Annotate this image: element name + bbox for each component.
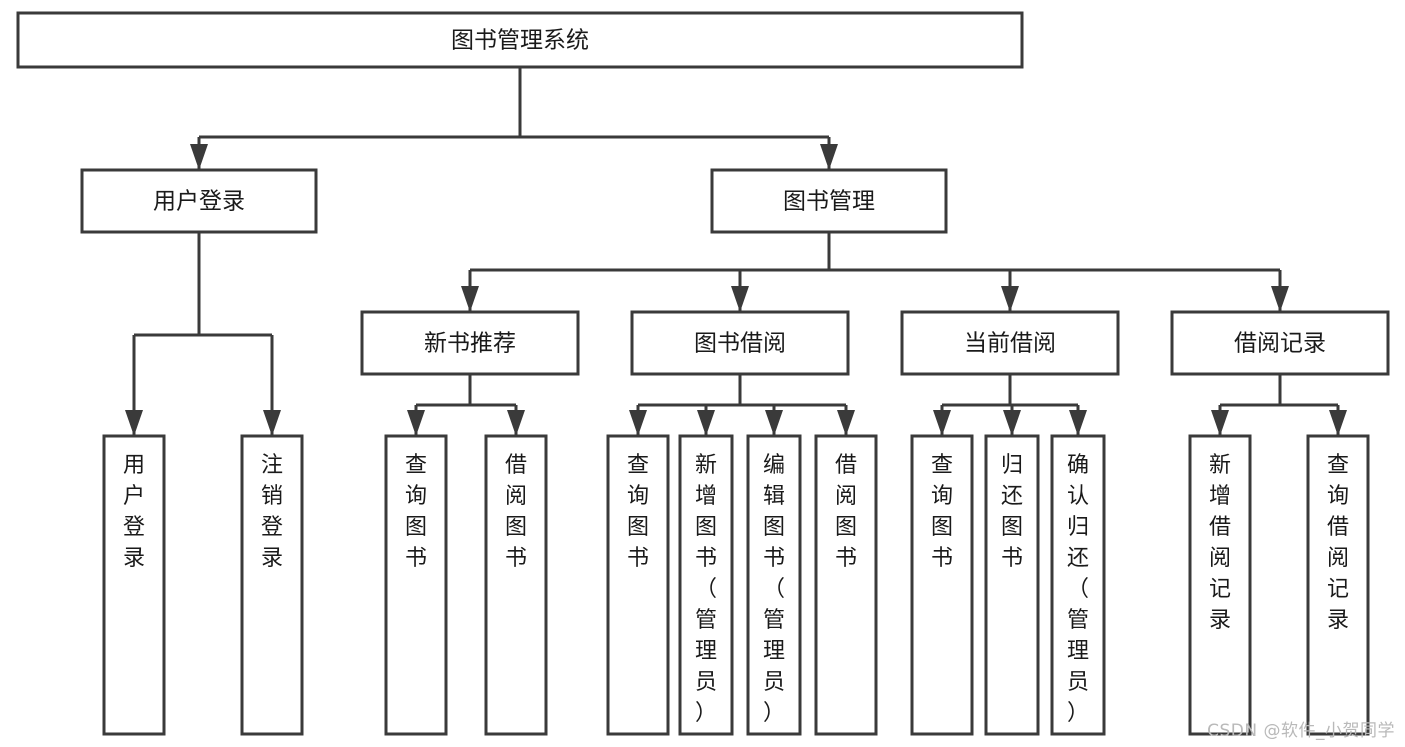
connector-new-book-recommend-to-leaves	[407, 374, 525, 436]
arrowhead	[461, 286, 479, 312]
node-leaf-add-borrow-record[interactable]: 新增借阅记录	[1188, 434, 1252, 736]
node-box[interactable]	[1170, 310, 1390, 376]
csdn-watermark: CSDN @软件_小贺同学	[1207, 721, 1395, 741]
node-leaf-borrow-book-recommend[interactable]: 借阅图书	[484, 434, 548, 736]
node-box[interactable]	[678, 434, 734, 736]
connector-book-management-to-level3	[461, 232, 1289, 312]
arrowhead	[507, 410, 525, 436]
arrowhead	[765, 410, 783, 436]
node-borrow-records[interactable]: 借阅记录	[1170, 310, 1390, 376]
node-box[interactable]	[710, 168, 948, 234]
node-layer: 图书管理系统用户登录图书管理新书推荐图书借阅当前借阅借阅记录用户登录注销登录查询…	[16, 11, 1390, 736]
arrowhead	[125, 410, 143, 436]
node-label: 当前借阅	[964, 331, 1056, 357]
node-label: 新增借阅记录	[1209, 453, 1231, 633]
node-box[interactable]	[16, 11, 1024, 69]
node-box[interactable]	[384, 434, 448, 736]
node-label: 查询图书	[405, 453, 427, 571]
node-label: 图书管理系统	[451, 28, 589, 54]
arrowhead	[1271, 286, 1289, 312]
arrowhead	[820, 144, 838, 170]
node-label: 借阅图书	[835, 453, 857, 571]
arrowhead	[1211, 410, 1229, 436]
node-current-borrow[interactable]: 当前借阅	[900, 310, 1120, 376]
arrowhead	[1001, 286, 1019, 312]
arrowhead	[933, 410, 951, 436]
node-box[interactable]	[360, 310, 580, 376]
node-box[interactable]	[910, 434, 974, 736]
node-leaf-query-book-borrow[interactable]: 查询图书	[606, 434, 670, 736]
node-leaf-edit-book-admin[interactable]: 编辑图书（管理员）	[746, 434, 802, 736]
node-box[interactable]	[102, 434, 166, 736]
node-book-borrow[interactable]: 图书借阅	[630, 310, 850, 376]
node-label: 借阅图书	[505, 453, 527, 571]
node-label: 确认归还（管理员）	[1067, 453, 1089, 726]
node-label: 用户登录	[123, 453, 145, 571]
connector-root-to-level2	[190, 67, 838, 170]
node-leaf-user-login[interactable]: 用户登录	[102, 434, 166, 736]
node-label: 新增图书（管理员）	[695, 453, 717, 726]
connector-borrow-records-to-leaves	[1211, 374, 1347, 436]
node-box[interactable]	[1306, 434, 1370, 736]
node-box[interactable]	[746, 434, 802, 736]
node-leaf-add-book-admin[interactable]: 新增图书（管理员）	[678, 434, 734, 736]
node-box[interactable]	[606, 434, 670, 736]
node-box[interactable]	[900, 310, 1120, 376]
node-user-login[interactable]: 用户登录	[80, 168, 318, 234]
arrowhead	[731, 286, 749, 312]
arrowhead	[263, 410, 281, 436]
node-label: 借阅记录	[1234, 331, 1326, 357]
node-leaf-query-borrow-record[interactable]: 查询借阅记录	[1306, 434, 1370, 736]
node-leaf-borrow-book[interactable]: 借阅图书	[814, 434, 878, 736]
node-label: 查询借阅记录	[1327, 453, 1349, 633]
node-book-management[interactable]: 图书管理	[710, 168, 948, 234]
node-new-book-recommend[interactable]: 新书推荐	[360, 310, 580, 376]
node-box[interactable]	[984, 434, 1040, 736]
arrowhead	[1069, 410, 1087, 436]
arrowhead	[1329, 410, 1347, 436]
node-label: 编辑图书（管理员）	[763, 453, 785, 726]
node-label: 注销登录	[261, 453, 283, 571]
node-label: 查询图书	[931, 453, 953, 571]
node-leaf-query-book-current[interactable]: 查询图书	[910, 434, 974, 736]
node-leaf-return-book[interactable]: 归还图书	[984, 434, 1040, 736]
node-label: 归还图书	[1001, 453, 1023, 571]
node-leaf-confirm-return-admin[interactable]: 确认归还（管理员）	[1050, 434, 1106, 736]
arrowhead	[697, 410, 715, 436]
node-leaf-query-book-recommend[interactable]: 查询图书	[384, 434, 448, 736]
node-box[interactable]	[80, 168, 318, 234]
node-label: 图书管理	[783, 189, 875, 215]
node-label: 新书推荐	[424, 331, 516, 357]
arrowhead	[190, 144, 208, 170]
arrowhead	[407, 410, 425, 436]
node-box[interactable]	[1188, 434, 1252, 736]
connector-book-borrow-to-leaves	[629, 374, 855, 436]
node-box[interactable]	[240, 434, 304, 736]
arrowhead	[629, 410, 647, 436]
node-label: 图书借阅	[694, 331, 786, 357]
node-box[interactable]	[484, 434, 548, 736]
node-box[interactable]	[630, 310, 850, 376]
connector-layer	[125, 67, 1347, 436]
node-root[interactable]: 图书管理系统	[16, 11, 1024, 69]
node-box[interactable]	[814, 434, 878, 736]
connector-user-login-to-leaves	[125, 232, 281, 436]
node-box[interactable]	[1050, 434, 1106, 736]
arrowhead	[1003, 410, 1021, 436]
node-label: 用户登录	[153, 189, 245, 215]
arrowhead	[837, 410, 855, 436]
node-label: 查询图书	[627, 453, 649, 571]
node-leaf-logout[interactable]: 注销登录	[240, 434, 304, 736]
connector-current-borrow-to-leaves	[933, 374, 1087, 436]
